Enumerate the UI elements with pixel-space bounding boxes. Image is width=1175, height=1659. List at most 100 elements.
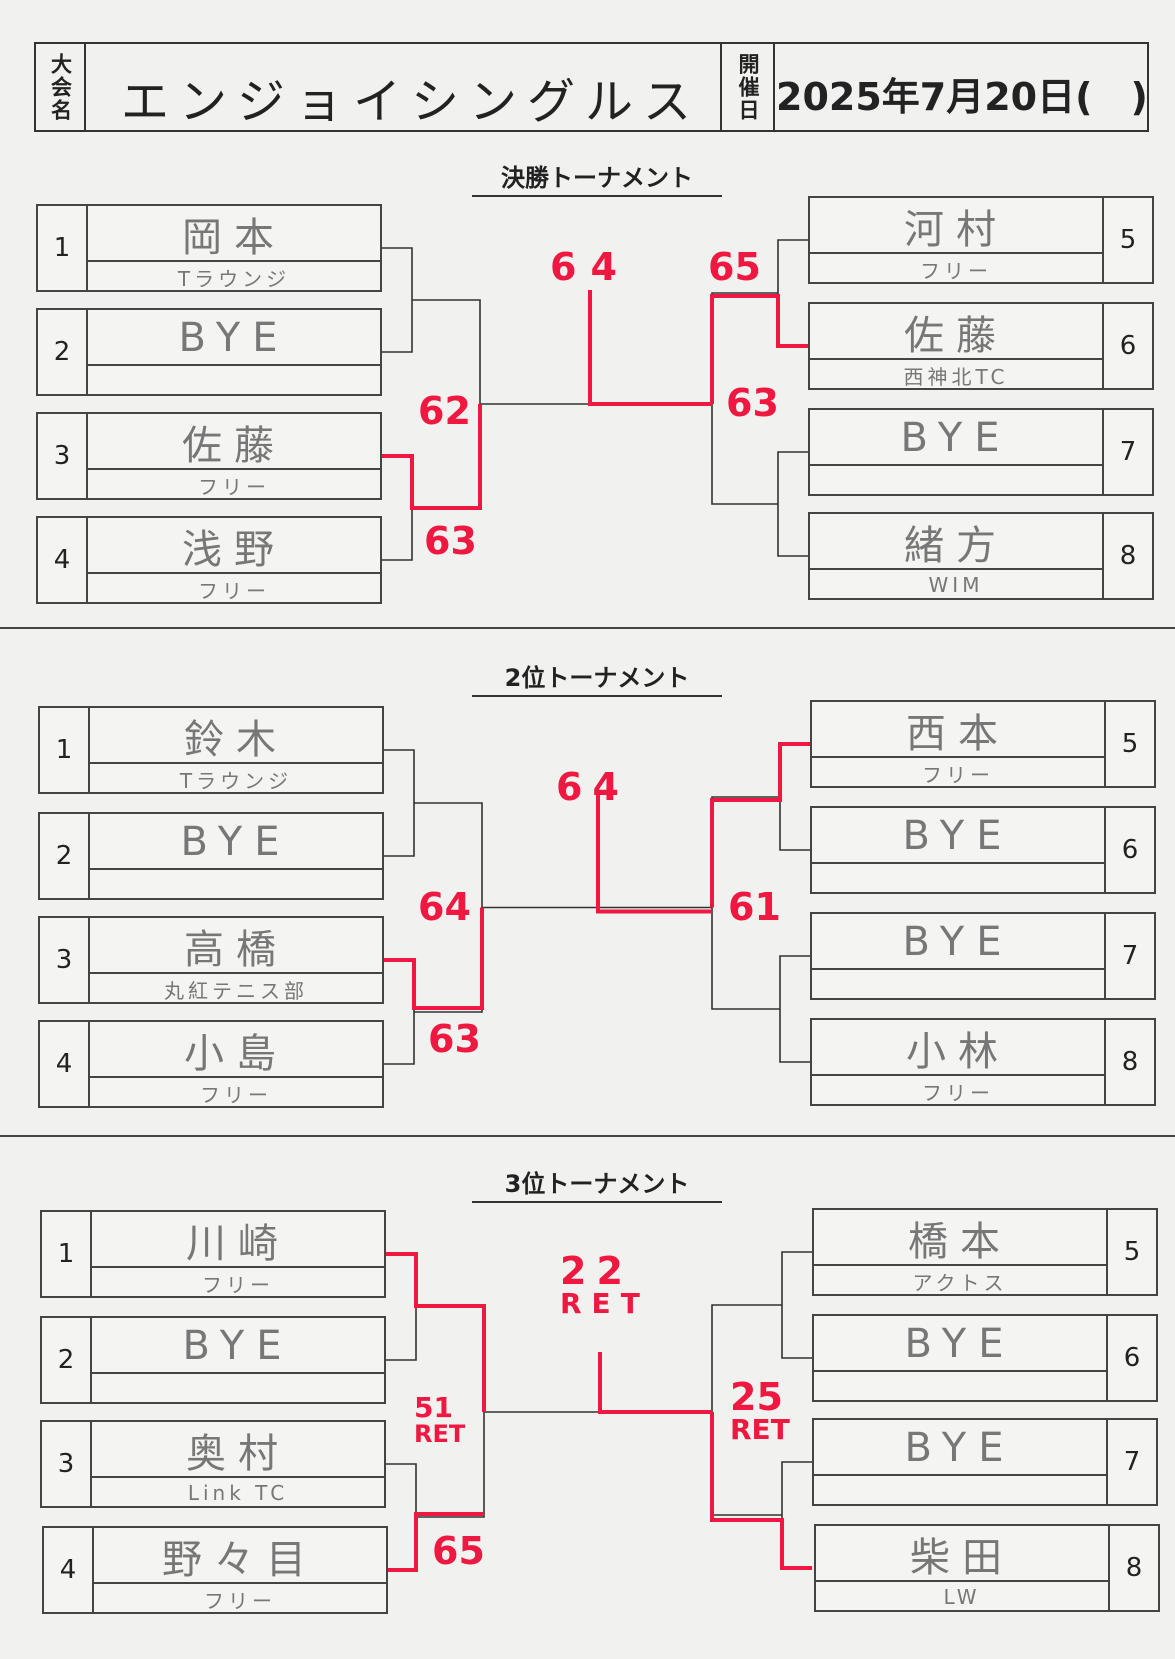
player-slot: 8 小林 フリー bbox=[810, 1018, 1156, 1106]
section-title-final: 決勝トーナメント bbox=[472, 158, 722, 197]
player-name: 小林 bbox=[906, 1029, 1010, 1075]
seed-number: 3 bbox=[38, 414, 88, 498]
seed-number: 5 bbox=[1102, 198, 1152, 282]
date-label: 開催日 bbox=[720, 44, 775, 130]
seed-number: 1 bbox=[38, 206, 88, 290]
winner-path bbox=[386, 1252, 486, 1412]
player-slot: 2 BYE bbox=[38, 812, 384, 900]
seed-number: 6 bbox=[1104, 808, 1154, 892]
bracket-line bbox=[384, 959, 415, 1065]
player-name: 橋本 bbox=[908, 1219, 1012, 1265]
player-name: 西本 bbox=[906, 711, 1010, 757]
player-club: アクトス bbox=[912, 1270, 1008, 1295]
player-name: BYE bbox=[900, 415, 1012, 461]
player-name: BYE bbox=[902, 813, 1014, 859]
player-club: フリー bbox=[922, 1080, 994, 1105]
player-slot: 6 BYE bbox=[810, 806, 1156, 894]
seed-number: 5 bbox=[1106, 1210, 1156, 1294]
player-club: フリー bbox=[198, 578, 270, 603]
player-slot: 4 野々目 フリー bbox=[42, 1526, 388, 1614]
seed-number: 8 bbox=[1102, 514, 1152, 598]
player-name: 浅野 bbox=[182, 527, 286, 573]
score-right-semi-top: 65 bbox=[708, 245, 761, 289]
player-club bbox=[812, 970, 1104, 1000]
player-slot: 7 BYE bbox=[808, 408, 1154, 496]
player-slot: 1 川崎 フリー bbox=[40, 1210, 386, 1298]
bracket-line bbox=[777, 451, 808, 557]
winner-path bbox=[382, 404, 482, 510]
player-slot: 5 西本 フリー bbox=[810, 700, 1156, 788]
bracket-line bbox=[779, 955, 810, 1063]
seed-number: 2 bbox=[40, 814, 90, 898]
winner-path bbox=[710, 1412, 812, 1570]
bracket-line bbox=[382, 247, 413, 353]
section-separator bbox=[0, 1135, 1175, 1137]
score-left-semi-bottom: 63 bbox=[428, 1017, 481, 1061]
player-club: LW bbox=[943, 1585, 981, 1609]
player-slot: 2 BYE bbox=[40, 1316, 386, 1404]
player-name: 河村 bbox=[904, 207, 1008, 253]
player-club: フリー bbox=[922, 762, 994, 787]
player-name: BYE bbox=[182, 1323, 294, 1369]
section-title-second: 2位トーナメント bbox=[472, 658, 722, 697]
player-name: BYE bbox=[904, 1321, 1016, 1367]
score-left-semi-bottom: 63 bbox=[424, 519, 477, 563]
player-name: 岡本 bbox=[182, 215, 286, 261]
seed-number: 2 bbox=[42, 1318, 92, 1402]
winner-path bbox=[386, 1512, 484, 1572]
player-slot: 3 高橋 丸紅テニス部 bbox=[38, 916, 384, 1004]
seed-number: 4 bbox=[38, 518, 88, 602]
score-final: 64 bbox=[556, 765, 629, 809]
event-name-value: エンジョイシングルス bbox=[121, 74, 702, 130]
seed-number: 7 bbox=[1102, 410, 1152, 494]
player-club: WIM bbox=[928, 573, 984, 597]
player-name: 野々目 bbox=[162, 1537, 318, 1583]
seed-number: 1 bbox=[40, 708, 90, 792]
winner-path bbox=[588, 290, 712, 406]
player-slot: 8 緒方 WIM bbox=[808, 512, 1154, 600]
winner-path bbox=[710, 742, 810, 908]
bracket-line bbox=[777, 239, 808, 347]
bracket-line bbox=[781, 1461, 812, 1569]
player-name: 小島 bbox=[184, 1031, 288, 1077]
event-header: 大会名 エンジョイシングルス 開催日 2025年7月20日( ) bbox=[34, 42, 1149, 132]
player-club: 丸紅テニス部 bbox=[164, 978, 308, 1003]
player-name: 川崎 bbox=[186, 1221, 290, 1267]
event-name-label: 大会名 bbox=[36, 44, 86, 130]
player-slot: 5 橋本 アクトス bbox=[812, 1208, 1158, 1296]
seed-number: 8 bbox=[1108, 1526, 1158, 1610]
score-left-semi-top: 64 bbox=[418, 885, 471, 929]
player-slot: 2 BYE bbox=[36, 308, 382, 396]
player-club bbox=[812, 864, 1104, 894]
player-name: 鈴木 bbox=[184, 717, 288, 763]
player-slot: 6 佐藤 西神北TC bbox=[808, 302, 1154, 390]
seed-number: 4 bbox=[40, 1022, 90, 1106]
player-name: 佐藤 bbox=[182, 423, 286, 469]
date-value: 2025年7月20日( ) bbox=[776, 75, 1148, 119]
bracket-line bbox=[382, 455, 413, 561]
player-club: フリー bbox=[200, 1082, 272, 1107]
player-slot: 4 小島 フリー bbox=[38, 1020, 384, 1108]
player-name: BYE bbox=[904, 1425, 1016, 1471]
winner-path bbox=[710, 294, 808, 404]
section-title-third: 3位トーナメント bbox=[472, 1164, 722, 1203]
score-right-semi-bottom: 63 bbox=[726, 381, 779, 425]
player-slot: 1 鈴木 Tラウンジ bbox=[38, 706, 384, 794]
bracket-line bbox=[779, 743, 810, 851]
player-name: 佐藤 bbox=[904, 313, 1008, 359]
seed-number: 7 bbox=[1106, 1420, 1156, 1504]
bracket-line bbox=[781, 1251, 812, 1359]
player-slot: 6 BYE bbox=[812, 1314, 1158, 1402]
player-slot: 3 佐藤 フリー bbox=[36, 412, 382, 500]
player-name: 柴田 bbox=[910, 1535, 1014, 1581]
player-club: フリー bbox=[198, 474, 270, 499]
score-right-semi-bottom: 61 bbox=[728, 885, 781, 929]
player-club: フリー bbox=[920, 258, 992, 283]
player-club: フリー bbox=[202, 1272, 274, 1297]
seed-number: 1 bbox=[42, 1212, 92, 1296]
player-slot: 7 BYE bbox=[812, 1418, 1158, 1506]
seed-number: 3 bbox=[40, 918, 90, 1002]
player-slot: 4 浅野 フリー bbox=[36, 516, 382, 604]
